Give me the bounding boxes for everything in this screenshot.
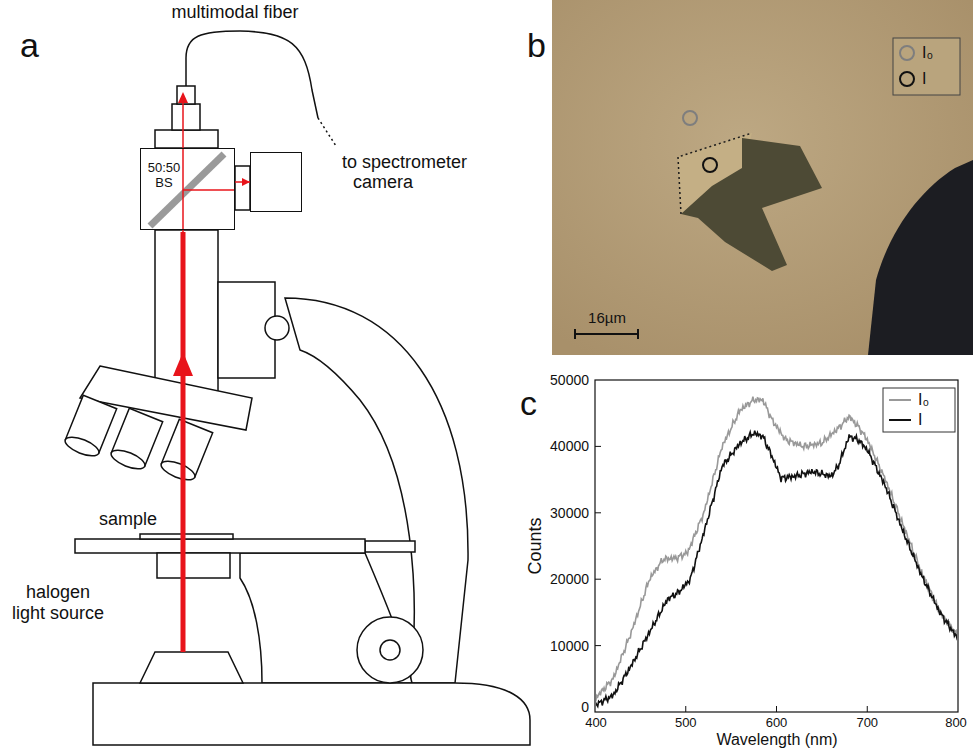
fiber-coupler [172,104,200,130]
thin-region-outline [678,133,752,214]
chart-legend-box [883,388,955,432]
x-tick [685,706,686,712]
focus-knob-center [380,640,400,660]
scale-bar-end [637,329,639,339]
camera-adapter [235,166,250,210]
legend-swatch [889,419,911,421]
dark-corner [868,160,973,355]
stage [75,539,365,553]
light-beam [181,232,186,652]
light-beam-thin [182,100,184,232]
stage-bracket [365,541,415,552]
tick-label: 500 [675,716,697,731]
split-beam [183,189,235,191]
plot-frame [595,380,958,712]
tick-label: 10000 [550,638,589,654]
axis-title: Wavelength (nm) [716,732,837,748]
panel-letter: b [527,26,546,65]
microscope-base [93,683,530,745]
legend-text: I₀ [922,44,933,62]
scale-label: 16µm [588,309,626,326]
fiber-label: multimodal fiber [171,2,298,23]
tick-label: 400 [585,716,607,731]
light-beam-head [173,352,193,376]
tick-label: 0 [581,699,589,715]
reference-spot [683,111,697,125]
sample-label: sample [99,509,157,530]
condenser [157,553,230,578]
reference-spectrum [596,397,957,700]
sample-slide [140,534,233,539]
output-label: to spectrometer [342,152,467,173]
legend-text: I₀ [918,391,929,409]
tick-label: 700 [856,716,878,731]
box-text: 50:50 BS [143,161,185,191]
micrograph-legend-box [893,38,960,95]
panel-letter: a [20,26,39,65]
legend-swatch [900,72,914,86]
flake [681,138,822,271]
tick-label: 40000 [550,438,589,454]
panel-letter: c [520,384,537,423]
tick-label: 30000 [550,505,589,521]
head-fill [140,148,235,230]
camera-fill [250,152,302,212]
y-tick [595,579,601,580]
source-label: halogen light source [10,582,106,623]
light-path-arrow [235,181,250,183]
tick-label: 600 [766,716,788,731]
axis-title: Counts [525,517,546,574]
light-beam-thin-head [178,92,188,103]
plot-area [596,397,957,707]
y-tick [595,645,601,646]
sample-spectrum [596,431,957,707]
objective-lens [63,433,102,459]
axis-ticks [595,446,867,712]
y-tick [595,512,601,513]
head-top [155,130,218,148]
tube [155,230,218,400]
legend-swatch [900,46,914,60]
fiber-connector [177,86,195,104]
legend-swatches [889,46,914,420]
objective-lens [159,457,198,483]
legend-swatch [889,399,911,401]
tick-label: 800 [945,716,967,731]
y-tick [595,446,601,447]
microscope [63,86,530,745]
box-heading: camera [353,172,413,193]
legend-text: I [918,411,922,429]
fiber-dotted [318,118,336,146]
camera-box: camera [250,152,302,212]
objective-lens [109,446,148,472]
objective [109,408,163,472]
scale-bar [575,333,638,335]
light-source [140,652,243,683]
tick-label: 20000 [550,571,589,587]
objective [63,395,117,459]
coarse-knob [265,316,289,340]
fiber [186,31,318,118]
x-tick [867,706,868,712]
focus-knob [357,617,423,683]
micrograph-ground [552,0,973,355]
micrograph [552,0,973,355]
objective [159,419,213,483]
scale-bar-end [574,329,576,339]
sample-spot [703,158,717,172]
legend-text: I [922,70,926,88]
tick-label: 50000 [550,372,589,388]
x-tick [776,706,777,712]
spectrum-chart [595,380,958,712]
beam-splitter-box: 50:50 BS [140,148,235,230]
